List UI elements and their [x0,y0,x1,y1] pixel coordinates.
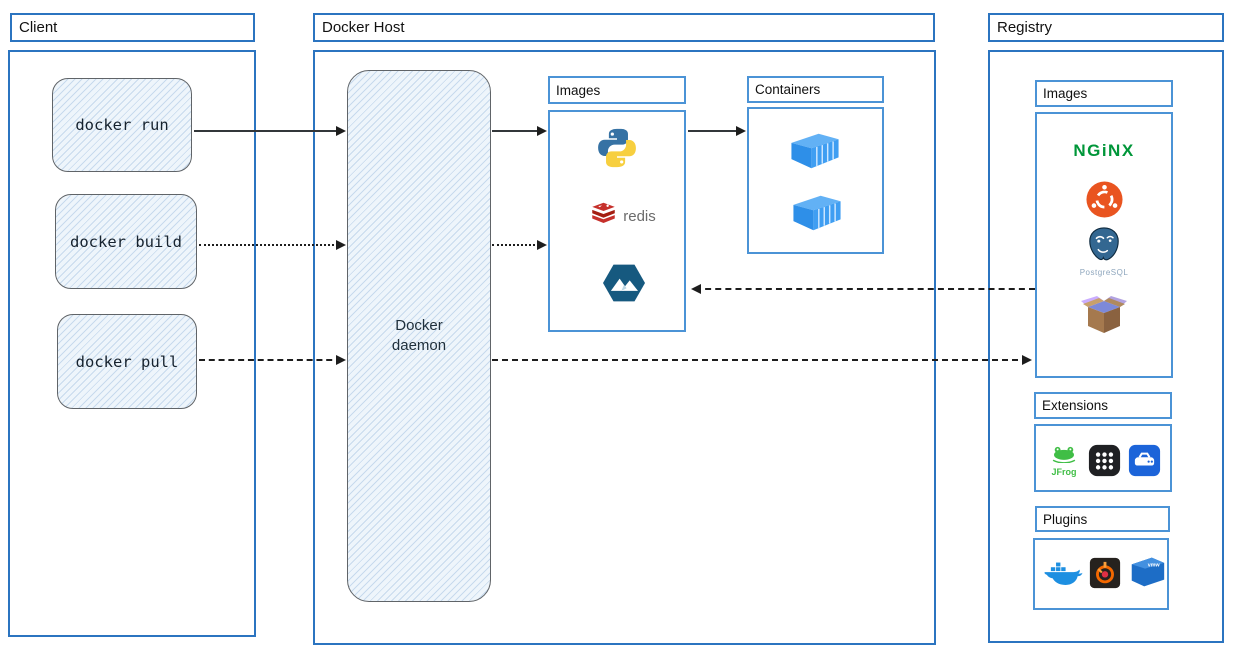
extensions-panel-title: Extensions [1034,392,1172,419]
extensions-title-text: Extensions [1042,398,1109,413]
nginx-label: NGiNX [1073,141,1135,160]
containers-panel-title: Containers [747,76,884,103]
host-images-panel [548,110,686,332]
docker-pull-label: docker pull [75,352,179,371]
registry-images-panel [1035,112,1173,378]
grafana-icon [1088,556,1121,589]
host-images-panel-title: Images [548,76,686,104]
docker-pull-box: docker pull [57,314,197,409]
docker-whale-icon [1042,558,1084,590]
vmware-label: vmw [1148,562,1161,568]
arrow-daemon-to-images-build [492,239,547,250]
vmware-icon: vmw [1126,553,1168,591]
arrow-docker-build-to-daemon [199,239,346,250]
arrow-daemon-to-registry [492,354,1032,365]
container-icon [785,130,845,172]
docker-build-box: docker build [55,194,197,289]
docker-build-label: docker build [70,232,182,251]
disk-app-icon [1127,443,1161,477]
containers-panel [747,107,884,254]
plugins-title-text: Plugins [1043,511,1088,527]
arrow-docker-run-to-daemon [194,125,346,136]
docker-host-title-text: Docker Host [322,19,405,36]
alpine-icon [603,263,645,303]
jfrog-logo: JFrog [1046,441,1082,479]
ubuntu-icon [1085,180,1123,218]
host-images-title-text: Images [556,82,601,98]
arrow-docker-pull-to-daemon [199,354,346,365]
redis-icon [590,202,617,231]
docker-daemon-label: Docker daemon [391,316,447,354]
docker-host-section-title: Docker Host [313,13,935,42]
docker-run-label: docker run [75,116,169,134]
package-box-icon [1078,290,1130,338]
registry-section-title: Registry [988,13,1224,42]
arrow-registry-to-host-images [691,283,1035,294]
container-icon [787,192,847,234]
postgresql-icon [1085,226,1123,267]
jfrog-icon [1049,443,1079,468]
client-section-title: Client [10,13,255,42]
postgresql-logo: PostgreSQL [1079,226,1129,277]
python-icon [596,127,638,169]
registry-images-title-text: Images [1043,86,1088,101]
nginx-logo: NGiNX [1064,140,1144,162]
redis-image-item: redis [588,202,658,230]
registry-images-panel-title: Images [1035,80,1173,107]
app-grid-icon [1087,443,1121,477]
arrow-daemon-to-images-run [492,125,547,136]
postgresql-label: PostgreSQL [1079,267,1129,277]
jfrog-label: JFrog [1051,467,1077,477]
redis-label: redis [623,207,656,225]
docker-run-box: docker run [52,78,192,172]
docker-daemon-box: Docker daemon [347,70,491,602]
registry-title-text: Registry [997,19,1053,36]
client-title-text: Client [19,19,58,36]
plugins-panel-title: Plugins [1035,506,1170,532]
containers-title-text: Containers [755,82,821,97]
arrow-images-to-containers [688,125,746,136]
